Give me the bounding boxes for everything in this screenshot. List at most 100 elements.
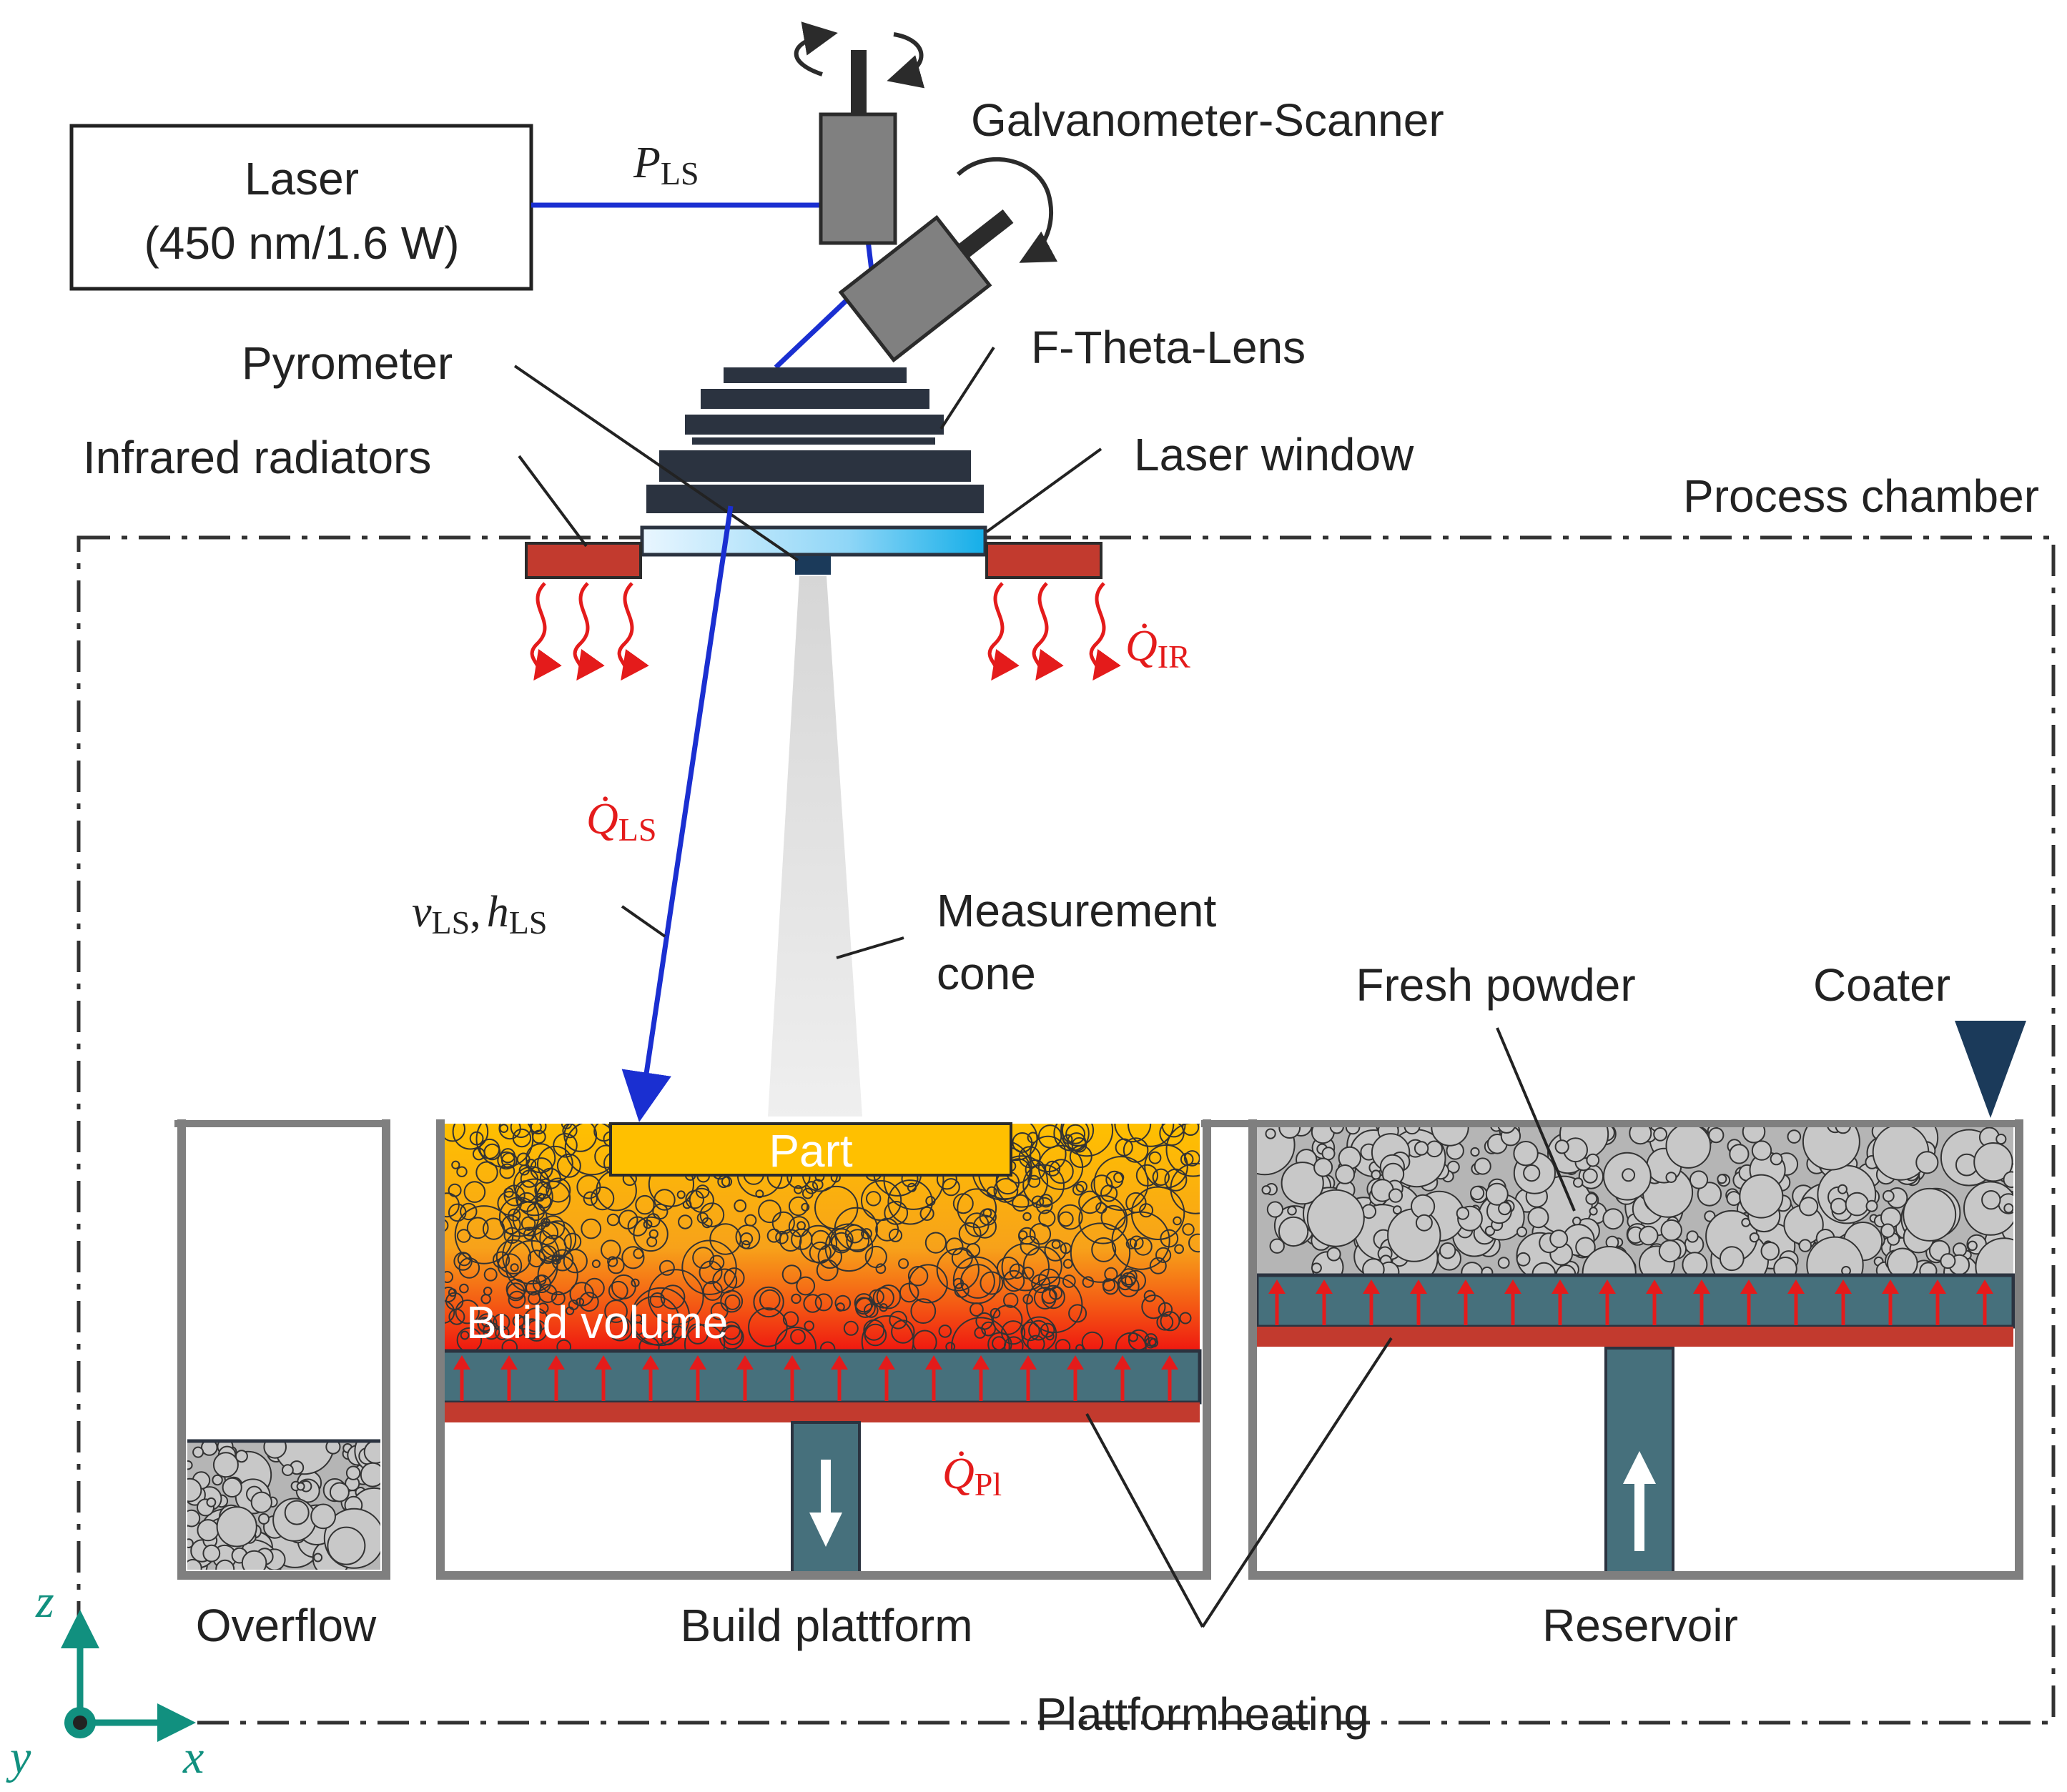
powder-particle — [1174, 1244, 1184, 1254]
powder-particle — [1165, 1124, 1200, 1177]
powder-particle — [521, 1216, 536, 1232]
laser-window-leader — [985, 447, 1102, 533]
heat-arrow-head — [1114, 1355, 1131, 1370]
powder-particle — [1602, 1208, 1624, 1230]
powder-particle — [1589, 1207, 1598, 1216]
powder-particle — [1018, 1146, 1041, 1169]
powder-particle — [721, 1176, 733, 1187]
build-heat-arrows — [453, 1355, 1178, 1401]
powder-particle — [957, 1188, 997, 1229]
build-volume-label: Build volume — [466, 1297, 728, 1348]
powder-particle — [1967, 1240, 1978, 1252]
powder-particle — [712, 1268, 738, 1294]
piston-down-arrow — [809, 1460, 842, 1547]
build-platform-label: Build plattform — [680, 1600, 972, 1651]
powder-particle — [1020, 1321, 1040, 1342]
powder-particle — [258, 1513, 270, 1525]
powder-particle — [1072, 1184, 1085, 1196]
powder-particle — [1865, 1199, 1878, 1212]
powder-particle — [263, 1441, 287, 1459]
powder-particle — [1065, 1124, 1086, 1144]
powder-particle — [607, 1256, 618, 1267]
powder-particle — [1068, 1304, 1087, 1323]
powder-particle — [879, 1303, 888, 1312]
fresh-powder-label: Fresh powder — [1356, 959, 1635, 1011]
powder-particle — [1022, 1246, 1062, 1286]
powder-particle — [804, 1320, 814, 1332]
powder-particle — [638, 1336, 660, 1350]
powder-particle — [493, 1251, 510, 1269]
powder-particle — [1184, 1150, 1200, 1167]
powder-particle — [1845, 1192, 1870, 1217]
powder-particle — [1114, 1124, 1152, 1143]
platform-heating-label: Plattformheating — [1036, 1688, 1369, 1740]
heat-arrow-head — [1020, 1355, 1037, 1370]
powder-particle — [1973, 1142, 2013, 1182]
powder-particle — [899, 1282, 919, 1303]
powder-particle — [790, 1329, 806, 1345]
powder-particle — [633, 1216, 669, 1252]
powder-particle — [1020, 1235, 1040, 1256]
powder-particle — [1029, 1223, 1052, 1245]
measurement-cone-label-1: Measurement — [937, 885, 1217, 936]
powder-particle — [480, 1294, 491, 1305]
powder-particle — [1044, 1239, 1067, 1262]
powder-particle — [1158, 1302, 1173, 1317]
powder-particle — [187, 1538, 194, 1548]
powder-particle — [508, 1208, 521, 1222]
powder-particle — [1045, 1160, 1061, 1177]
powder-particle — [537, 1145, 573, 1182]
powder-particle — [495, 1239, 532, 1274]
powder-particle — [1062, 1259, 1073, 1269]
powder-particle — [1903, 1187, 1957, 1242]
powder-particle — [568, 1300, 579, 1310]
powder-particle — [1135, 1164, 1159, 1187]
powder-particle — [456, 1166, 468, 1177]
powder-particle — [653, 1189, 676, 1211]
powder-particle — [1027, 1335, 1045, 1350]
powder-particle — [1311, 1262, 1322, 1274]
powder-particle — [1148, 1151, 1162, 1164]
powder-particle — [681, 1239, 737, 1295]
powder-particle — [530, 1124, 547, 1135]
powder-particle — [523, 1307, 548, 1332]
powder-particle — [876, 1284, 902, 1310]
powder-particle — [1287, 1205, 1297, 1216]
powder-particle — [493, 1313, 510, 1331]
overflow-bin — [174, 1119, 390, 1580]
measurement-cone-label-2: cone — [937, 948, 1036, 999]
powder-particle — [1582, 1246, 1637, 1275]
powder-particle — [1470, 1185, 1485, 1201]
powder-particle — [483, 1322, 500, 1340]
powder-particle — [241, 1550, 267, 1570]
powder-particle — [498, 1124, 521, 1140]
powder-particle — [861, 1228, 872, 1239]
powder-particle — [1022, 1294, 1033, 1305]
powder-particle — [649, 1292, 666, 1308]
heat-arrow-head — [1599, 1279, 1616, 1294]
powder-particle — [958, 1222, 982, 1245]
powder-particle — [1060, 1124, 1114, 1157]
powder-particle — [501, 1339, 518, 1350]
powder-particle — [1041, 1284, 1065, 1310]
powder-particle — [755, 1189, 764, 1199]
heat-arrow-head — [595, 1355, 612, 1370]
powder-particle — [1582, 1168, 1598, 1184]
powder-particle — [1035, 1197, 1053, 1214]
powder-particle — [891, 1320, 915, 1344]
powder-particle — [1057, 1204, 1083, 1230]
powder-particle — [1742, 1124, 1766, 1144]
powder-particle — [1887, 1247, 1918, 1275]
powder-particle — [1575, 1237, 1596, 1258]
powder-particle — [505, 1239, 558, 1293]
powder-particle — [1269, 1238, 1285, 1254]
powder-particle — [866, 1191, 882, 1207]
powder-particle — [448, 1183, 462, 1197]
powder-particle — [782, 1311, 799, 1327]
axis-z-label: z — [35, 1575, 54, 1628]
powder-particle — [719, 1325, 744, 1350]
measurement-cone — [768, 576, 862, 1117]
powder-particle — [1129, 1235, 1144, 1250]
overflow-powder — [187, 1441, 380, 1570]
